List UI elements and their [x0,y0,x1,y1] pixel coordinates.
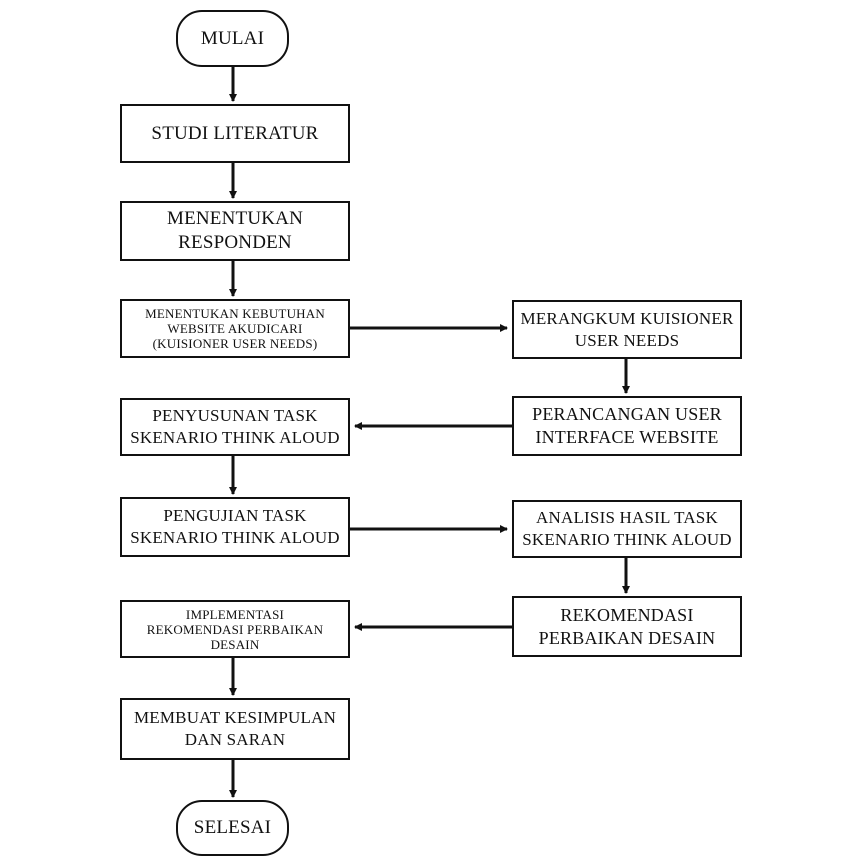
step-label: REKOMENDASI [560,604,694,625]
step-label: DAN SARAN [184,730,286,749]
step-label: INTERFACE WEBSITE [535,427,719,447]
step-label: RESPONDEN [178,232,292,253]
step-analisis-hasil: ANALISIS HASIL TASK SKENARIO THINK ALOUD [512,500,742,558]
step-menentukan-kebutuhan: MENENTUKAN KEBUTUHAN WEBSITE AKUDICARI (… [120,299,350,358]
step-label: MEMBUAT KESIMPULAN [133,708,337,727]
step-label: PERANCANGAN USER [532,404,722,424]
step-label: SKENARIO THINK ALOUD [522,530,732,549]
step-kesimpulan: MEMBUAT KESIMPULAN DAN SARAN [120,698,350,760]
step-label: REKOMENDASI PERBAIKAN [146,621,324,637]
step-label: DESAIN [210,636,260,652]
end-terminal: SELESAI [176,800,289,856]
step-label: USER NEEDS [574,330,680,350]
step-label: MENENTUKAN KEBUTUHAN [145,306,325,321]
step-pengujian-task: PENGUJIAN TASK SKENARIO THINK ALOUD [120,497,350,557]
start-terminal: MULAI [176,10,289,67]
step-merangkum-kuisioner: MERANGKUM KUISIONER USER NEEDS [512,300,742,359]
step-label: PENGUJIAN TASK [163,506,307,525]
step-perancangan-ui: PERANCANGAN USER INTERFACE WEBSITE [512,396,742,456]
step-label: WEBSITE AKUDICARI [167,321,303,336]
start-label: MULAI [200,27,265,49]
step-label: SKENARIO THINK ALOUD [130,528,340,547]
step-studi-literatur: STUDI LITERATUR [120,104,350,163]
step-label: IMPLEMENTASI [185,606,285,622]
step-menentukan-responden: MENENTUKAN RESPONDEN [120,201,350,261]
step-label: ANALISIS HASIL TASK [536,508,718,527]
step-rekomendasi: REKOMENDASI PERBAIKAN DESAIN [512,596,742,657]
step-label: SKENARIO THINK ALOUD [130,428,340,447]
step-label: PENYUSUNAN TASK [152,406,318,425]
step-implementasi: IMPLEMENTASI REKOMENDASI PERBAIKAN DESAI… [120,600,350,658]
end-label: SELESAI [193,817,272,838]
step-label: STUDI LITERATUR [151,122,319,144]
step-label: (KUISIONER USER NEEDS) [152,336,318,351]
step-label: PERBAIKAN DESAIN [538,627,716,648]
step-penyusunan-task: PENYUSUNAN TASK SKENARIO THINK ALOUD [120,398,350,456]
step-label: MENENTUKAN [166,208,304,229]
step-label: MERANGKUM KUISIONER [520,308,734,328]
